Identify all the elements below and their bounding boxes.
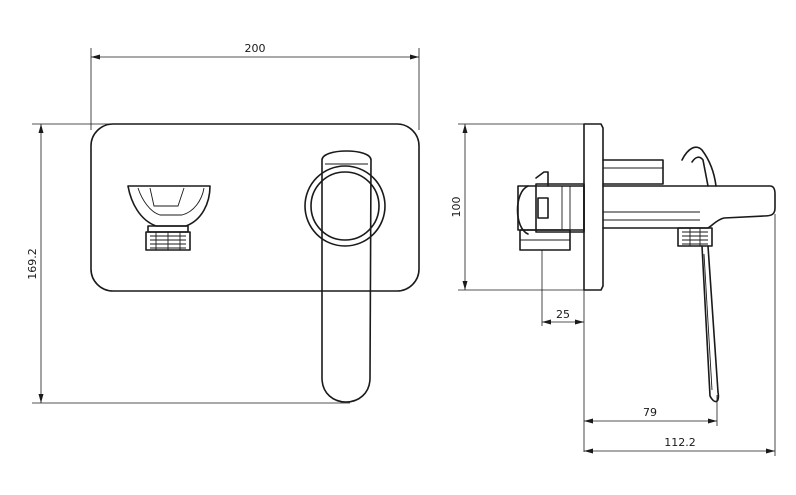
dim-spout-depth	[583, 290, 718, 452]
front-lever-handle	[321, 150, 372, 403]
front-view: 200 169.2	[26, 42, 420, 404]
side-mixer-body	[516, 171, 585, 251]
front-handle-rosette	[304, 165, 386, 247]
side-view: 100 25 79 112.2	[450, 123, 776, 456]
dim-side-plate-height-label: 100	[450, 197, 463, 218]
dim-overall-depth-label: 112.2	[664, 436, 696, 449]
dim-front-width-label: 200	[245, 42, 266, 55]
dim-overall-depth	[584, 214, 776, 456]
dim-wall-depth	[541, 250, 584, 326]
dim-front-width	[90, 48, 420, 130]
dim-side-plate-height	[458, 123, 590, 291]
side-handle-hub	[602, 159, 664, 185]
dim-spout-depth-label: 79	[643, 406, 657, 419]
dim-wall-depth-label: 25	[556, 308, 570, 321]
side-wall-plate	[583, 123, 604, 291]
dim-front-height-label: 169.2	[26, 248, 39, 280]
dim-front-height	[32, 123, 350, 404]
front-diverter-outlet	[127, 185, 211, 251]
side-aerator	[677, 227, 713, 247]
side-lever-handle	[681, 146, 720, 403]
side-spout	[602, 185, 776, 229]
front-wall-plate	[90, 123, 420, 292]
